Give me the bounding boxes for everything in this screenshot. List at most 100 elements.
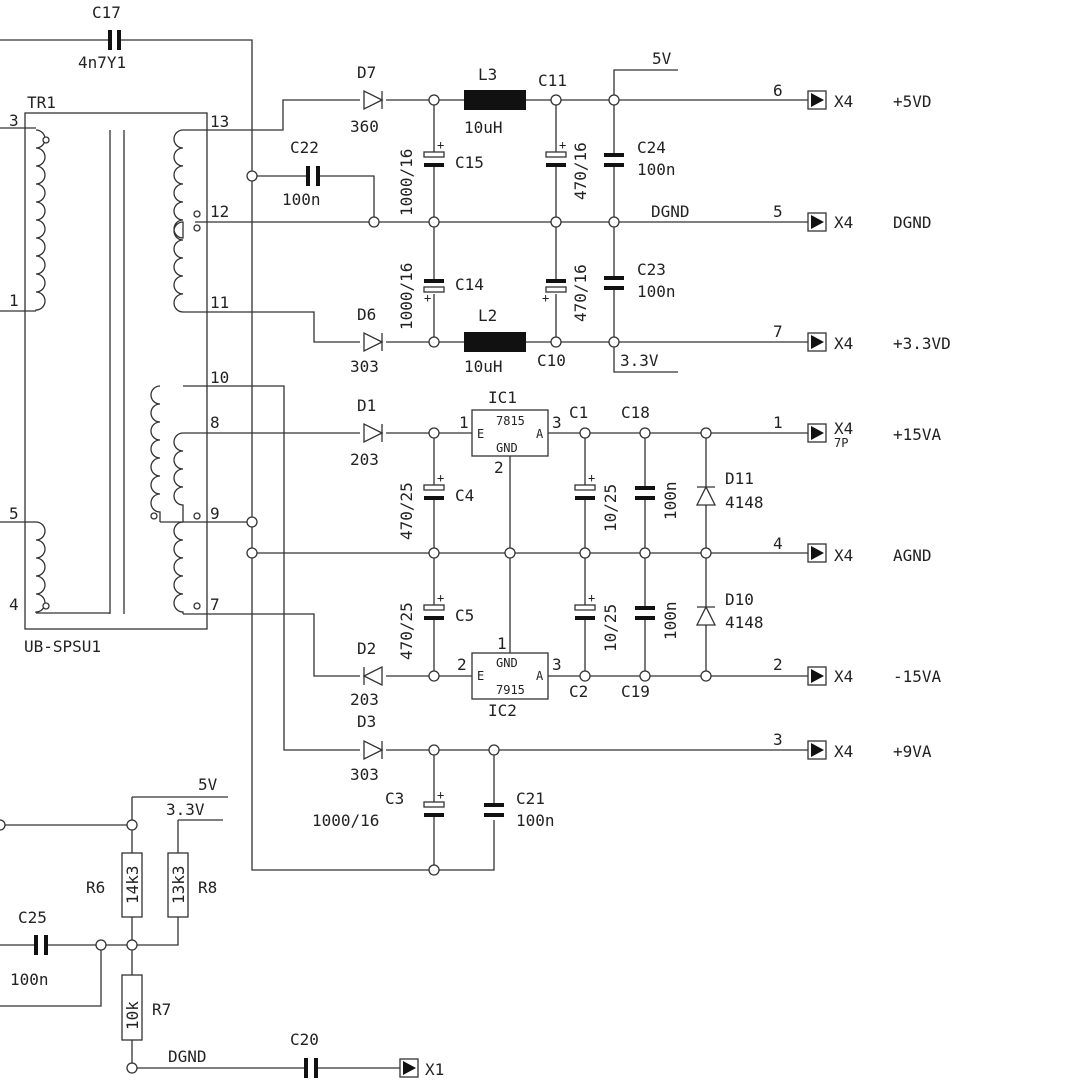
diode-d11: D11 4148 xyxy=(695,469,764,512)
rail-3v3-bottom: 3.3V xyxy=(166,800,205,819)
svg-text:7915: 7915 xyxy=(496,683,525,697)
pin-13: 13 xyxy=(210,112,229,131)
pin-12: 12 xyxy=(210,202,229,221)
svg-text:GND: GND xyxy=(496,656,518,670)
svg-text:L3: L3 xyxy=(478,65,497,84)
svg-text:+15VA: +15VA xyxy=(893,425,942,444)
svg-text:L2: L2 xyxy=(478,306,497,325)
svg-text:2: 2 xyxy=(494,458,504,477)
svg-text:100n: 100n xyxy=(661,601,680,640)
svg-text:1000/16: 1000/16 xyxy=(397,149,416,216)
svg-text:X4: X4 xyxy=(834,92,853,111)
svg-text:3: 3 xyxy=(552,655,562,674)
svg-text:E: E xyxy=(477,669,484,683)
svg-text:D2: D2 xyxy=(357,639,376,658)
primary-winding-bottom xyxy=(35,521,46,613)
rail-5v-bottom: 5V xyxy=(198,775,218,794)
svg-text:4: 4 xyxy=(773,534,783,553)
capacitor-c22: C22 100n xyxy=(282,138,321,209)
svg-text:+: + xyxy=(588,471,595,485)
svg-text:A: A xyxy=(536,427,544,441)
svg-text:C15: C15 xyxy=(455,153,484,172)
capacitor-c20: C20 xyxy=(290,1030,319,1078)
svg-text:X1: X1 xyxy=(425,1060,444,1079)
diode-d10: D10 4148 xyxy=(695,590,764,632)
pin-10: 10 xyxy=(210,368,229,387)
svg-text:C3: C3 xyxy=(385,789,404,808)
svg-text:C4: C4 xyxy=(455,486,474,505)
svg-text:R8: R8 xyxy=(198,878,217,897)
svg-text:1000/16: 1000/16 xyxy=(312,811,379,830)
capacitor-c11: + C11 470/16 xyxy=(538,71,590,200)
transformer-ref: TR1 xyxy=(27,93,56,112)
connector-x1: X1 xyxy=(399,1058,444,1079)
svg-text:470/25: 470/25 xyxy=(397,602,416,660)
rail-dgnd-bottom: DGND xyxy=(168,1047,207,1066)
svg-text:C17: C17 xyxy=(92,3,121,22)
svg-text:4n7Y1: 4n7Y1 xyxy=(78,53,126,72)
x4-pin-5: 5 X4 DGND xyxy=(773,202,932,232)
svg-text:3: 3 xyxy=(773,730,783,749)
svg-text:C11: C11 xyxy=(538,71,567,90)
svg-text:+: + xyxy=(542,291,549,305)
capacitor-c23: C23 100n xyxy=(604,260,676,301)
svg-text:+5VD: +5VD xyxy=(893,92,932,111)
svg-text:100n: 100n xyxy=(10,970,49,989)
svg-text:4148: 4148 xyxy=(725,493,764,512)
svg-text:C19: C19 xyxy=(621,682,650,701)
phase-dot xyxy=(193,224,201,232)
phase-dot xyxy=(42,602,50,610)
svg-text:10uH: 10uH xyxy=(464,357,503,376)
svg-text:E: E xyxy=(477,427,484,441)
svg-text:GND: GND xyxy=(496,441,518,455)
svg-text:+: + xyxy=(437,591,444,605)
svg-text:C1: C1 xyxy=(569,403,588,422)
svg-text:IC2: IC2 xyxy=(488,701,517,720)
pin-9: 9 xyxy=(210,504,220,523)
svg-text:303: 303 xyxy=(350,357,379,376)
svg-text:+: + xyxy=(559,138,566,152)
svg-text:D1: D1 xyxy=(357,396,376,415)
svg-text:R6: R6 xyxy=(86,878,105,897)
capacitor-c14: + C14 1000/16 xyxy=(397,263,484,330)
svg-text:7815: 7815 xyxy=(496,414,525,428)
svg-text:C14: C14 xyxy=(455,275,484,294)
capacitor-c21: C21 100n xyxy=(484,789,555,830)
primary-winding-top xyxy=(35,129,46,311)
svg-text:1000/16: 1000/16 xyxy=(397,263,416,330)
svg-text:C18: C18 xyxy=(621,403,650,422)
secondary-winding-upper xyxy=(173,129,184,313)
diode-d3: D3 303 xyxy=(350,712,384,784)
inductor-l2: L2 10uH xyxy=(464,306,526,376)
phase-dot xyxy=(193,602,201,610)
svg-text:7: 7 xyxy=(773,322,783,341)
transformer-tr1: TR1 UB-SPSU1 3 1 5 4 13 12 11 10 8 9 7 xyxy=(9,93,229,656)
resistor-r7: R7 10k xyxy=(121,974,171,1041)
capacitor-c24: C24 100n xyxy=(604,138,676,179)
diode-d1: D1 203 xyxy=(350,396,384,469)
svg-text:203: 203 xyxy=(350,690,379,709)
capacitor-c18: C18 100n xyxy=(621,403,680,520)
pin-8: 8 xyxy=(210,413,220,432)
svg-text:D10: D10 xyxy=(725,590,754,609)
svg-text:C25: C25 xyxy=(18,908,47,927)
svg-text:X4: X4 xyxy=(834,334,853,353)
wires xyxy=(0,39,808,1069)
pin-1: 1 xyxy=(9,291,19,310)
svg-text:X4: X4 xyxy=(834,667,853,686)
rail-5v-top: 5V xyxy=(652,49,672,68)
regulator-ic1: IC1 7815 E A GND 1 3 2 xyxy=(459,388,562,477)
svg-text:100n: 100n xyxy=(637,282,676,301)
phase-dot xyxy=(150,512,158,520)
svg-text:470/16: 470/16 xyxy=(571,264,590,322)
svg-text:C23: C23 xyxy=(637,260,666,279)
phase-dot xyxy=(193,512,201,520)
svg-text:D3: D3 xyxy=(357,712,376,731)
svg-text:DGND: DGND xyxy=(893,213,932,232)
secondary-winding-10 xyxy=(150,385,161,522)
transformer-model: UB-SPSU1 xyxy=(24,637,101,656)
inductor-l3: L3 10uH xyxy=(464,65,526,137)
svg-text:10/25: 10/25 xyxy=(601,604,620,652)
diode-d6: D6 303 xyxy=(350,305,384,376)
svg-text:C5: C5 xyxy=(455,606,474,625)
